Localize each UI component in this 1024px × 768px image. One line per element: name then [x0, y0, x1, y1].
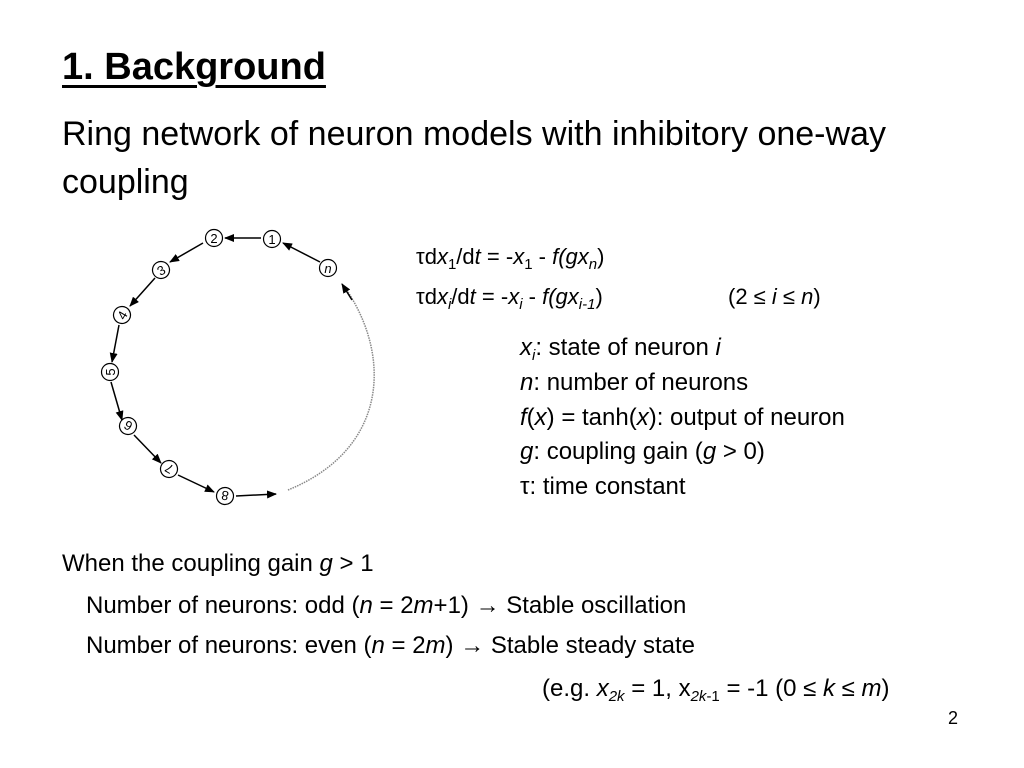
neuron-2-label: 2	[210, 231, 217, 246]
arrow-4-to-5	[109, 324, 120, 363]
arrow-5-to-6	[110, 381, 124, 421]
neuron-5-label: 5	[103, 368, 118, 375]
arrow-7-to-8	[177, 474, 215, 493]
slide-title: 1. Background	[62, 46, 326, 88]
page-number: 2	[947, 708, 958, 728]
condition-intro: When the coupling gain g > 1	[62, 550, 374, 577]
arrow-6-to-7	[133, 434, 162, 464]
condition-even: Number of neurons: even (n = 2m) → Stabl…	[86, 632, 696, 659]
arrow-n-to-1	[282, 242, 321, 263]
condition-odd: Number of neurons: odd (n = 2m+1) → Stab…	[86, 592, 687, 619]
neuron-1: 1	[262, 229, 282, 249]
arrow-2-to-3	[169, 242, 204, 263]
neuron-2: 2	[204, 228, 224, 248]
arrow-gap-to-n	[341, 283, 353, 301]
ring-arc-gap	[287, 291, 375, 491]
neuron-6: 6	[118, 416, 138, 436]
definition-g: g: coupling gain (g > 0)	[520, 438, 765, 465]
neuron-n-label: n	[324, 261, 331, 276]
neuron-1-label: 1	[268, 232, 275, 247]
arrow-8-to-gap	[235, 490, 277, 499]
neuron-3: 3	[151, 260, 171, 280]
definition-tau: τ: time constant	[520, 473, 686, 500]
equation-2-range: (2 ≤ i ≤ n)	[728, 284, 821, 309]
slide-subtitle: Ring network of neuron models with inhib…	[62, 115, 886, 201]
equation-1: τdx1/dt = -x1 - f(gxn)	[416, 244, 605, 273]
neuron-7: 7	[159, 459, 179, 479]
definition-n: n: number of neurons	[520, 369, 749, 396]
definition-x: xi: state of neuron i	[520, 334, 721, 364]
neuron-n: n	[318, 258, 338, 278]
definition-f: f(x) = tanh(x): output of neuron	[520, 404, 845, 431]
neuron-8: 8	[215, 486, 235, 506]
arrow-3-to-4	[129, 277, 156, 307]
neuron-4: 4	[112, 305, 132, 325]
equation-2: τdxi/dt = -xi - f(gxi-1)	[416, 284, 603, 313]
condition-example: (e.g. x2k = 1, x2k-1 = -1 (0 ≤ k ≤ m)	[542, 675, 890, 705]
neuron-8-label: 8	[220, 487, 230, 503]
neuron-5: 5	[100, 362, 120, 382]
